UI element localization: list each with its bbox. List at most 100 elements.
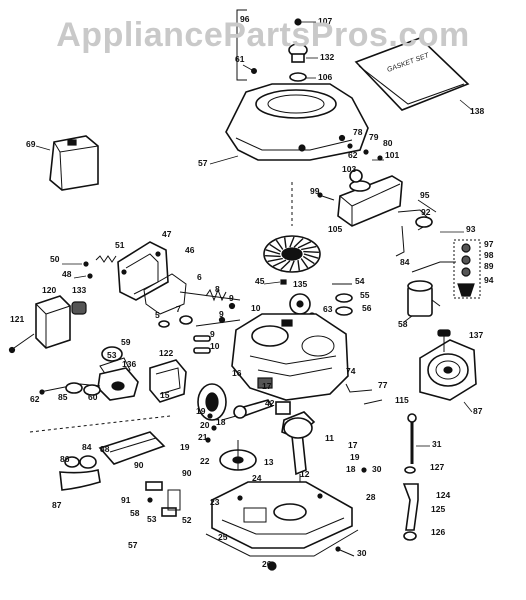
muffler-88 — [98, 431, 166, 465]
small-parts-78-79-80 — [347, 143, 383, 161]
callout-46: 46 — [185, 245, 195, 255]
spring-51 — [95, 255, 117, 263]
callout-87b: 87 — [52, 500, 62, 510]
blower-housing — [209, 83, 369, 165]
nut-54-55-56 — [332, 283, 353, 316]
exhaust-manifold-62-85-60 — [39, 382, 101, 396]
callout-69: 69 — [26, 139, 36, 149]
crankcase-cover-24 — [211, 481, 353, 549]
fuel-tank-69 — [35, 135, 99, 191]
flywheel-fin — [303, 250, 319, 253]
flywheel-fin — [289, 236, 295, 248]
callout-97: 97 — [484, 239, 494, 249]
callout-57b: 57 — [128, 540, 138, 550]
blower-link-74-77-115 — [345, 383, 383, 405]
connecting-rod-17 — [233, 399, 274, 419]
callout-58: 58 — [398, 319, 408, 329]
flywheel-fin — [302, 255, 315, 265]
gasket-46 — [143, 273, 187, 315]
callout-124: 124 — [436, 490, 450, 500]
air-filter-body-120 — [35, 295, 71, 349]
fuel-pickup-parts-97-98-89-94 — [453, 239, 481, 299]
callout-89: 89 — [484, 261, 494, 271]
carburetor-cover-47 — [117, 241, 169, 301]
callout-61: 61 — [235, 54, 245, 64]
rotating-screen-cap-132 — [288, 43, 318, 63]
muffler-guard-122-15 — [149, 359, 187, 403]
callout-5: 5 — [155, 310, 160, 320]
callout-74: 74 — [346, 366, 356, 376]
exhaust-pipe-87-86 — [29, 415, 171, 491]
callout-53b: 53 — [147, 514, 157, 524]
flywheel-fin — [269, 243, 282, 253]
watermark-text: AppliancePartsPros.com — [56, 16, 469, 54]
callout-57a: 57 — [198, 158, 208, 168]
cam-gear-22-13 — [219, 440, 257, 471]
callout-95: 95 — [420, 190, 430, 200]
callout-19c: 19 — [350, 452, 360, 462]
callout-18a: 18 — [216, 417, 226, 427]
flywheel-fin — [275, 239, 284, 250]
key-45 — [263, 279, 287, 285]
callout-93: 93 — [466, 224, 476, 234]
callout-115: 115 — [395, 395, 409, 405]
callout-16: 16 — [232, 368, 242, 378]
flywheel-fin — [303, 253, 319, 259]
callout-84: 84 — [400, 257, 410, 267]
callout-12: 12 — [300, 469, 310, 479]
callout-85: 85 — [58, 392, 68, 402]
callout-78: 78 — [353, 127, 363, 137]
dipstick-31 — [407, 413, 430, 464]
callout-107: 107 — [318, 16, 332, 26]
callout-50: 50 — [50, 254, 60, 264]
screws-30 — [335, 467, 367, 557]
gasket-set-envelope-138: GASKET SET — [354, 37, 473, 111]
callout-133: 133 — [72, 285, 86, 295]
wrist-pin-parts-19-18-20-21 — [205, 413, 237, 443]
callout-52: 52 — [182, 515, 192, 525]
drain-plug-26 — [267, 561, 277, 571]
crankshaft-11 — [281, 411, 316, 488]
fuel-filter-58 — [403, 280, 441, 323]
screws-50-48 — [62, 261, 93, 279]
screw-107 — [294, 18, 316, 26]
callout-9b: 9 — [219, 309, 224, 319]
callout-92: 92 — [421, 207, 431, 217]
callout-9c: 9 — [210, 329, 215, 339]
callout-136: 136 — [122, 359, 136, 369]
muffler-bracket-90-91-58-53 — [145, 481, 181, 517]
callout-101: 101 — [385, 150, 399, 160]
callout-19a: 19 — [196, 406, 206, 416]
flywheel-fin — [265, 249, 281, 255]
fuel-line-84 — [411, 261, 456, 273]
callout-80: 80 — [383, 138, 393, 148]
screw-121 — [8, 333, 35, 354]
callout-42: 42 — [265, 398, 275, 408]
callout-51: 51 — [115, 240, 125, 250]
flywheel-fin — [280, 260, 291, 271]
flywheel-fin — [265, 255, 281, 258]
callout-9a: 9 — [229, 293, 234, 303]
flywheel-fin — [267, 257, 283, 263]
cylinder-block — [231, 313, 349, 401]
screw-61 — [242, 64, 258, 74]
callout-7: 7 — [176, 304, 181, 314]
callout-19b: 19 — [180, 442, 190, 452]
callout-58b: 58 — [130, 508, 140, 518]
callout-96: 96 — [240, 14, 250, 24]
callout-53a: 53 — [107, 350, 117, 360]
fuel-cap-103 — [349, 169, 363, 183]
callout-105: 105 — [328, 224, 342, 234]
recoil-starter-137 — [419, 329, 477, 413]
callout-56: 56 — [362, 303, 372, 313]
governor-link-95-92-93 — [395, 199, 464, 257]
callout-91: 91 — [121, 495, 131, 505]
callout-21: 21 — [198, 432, 208, 442]
callout-126: 126 — [431, 527, 445, 537]
callout-63: 63 — [323, 304, 333, 314]
callout-30b: 30 — [357, 548, 367, 558]
valve-parts-6-8-9-7-5 — [158, 288, 241, 328]
flywheel-fin — [289, 260, 295, 272]
piston-42 — [275, 401, 291, 415]
